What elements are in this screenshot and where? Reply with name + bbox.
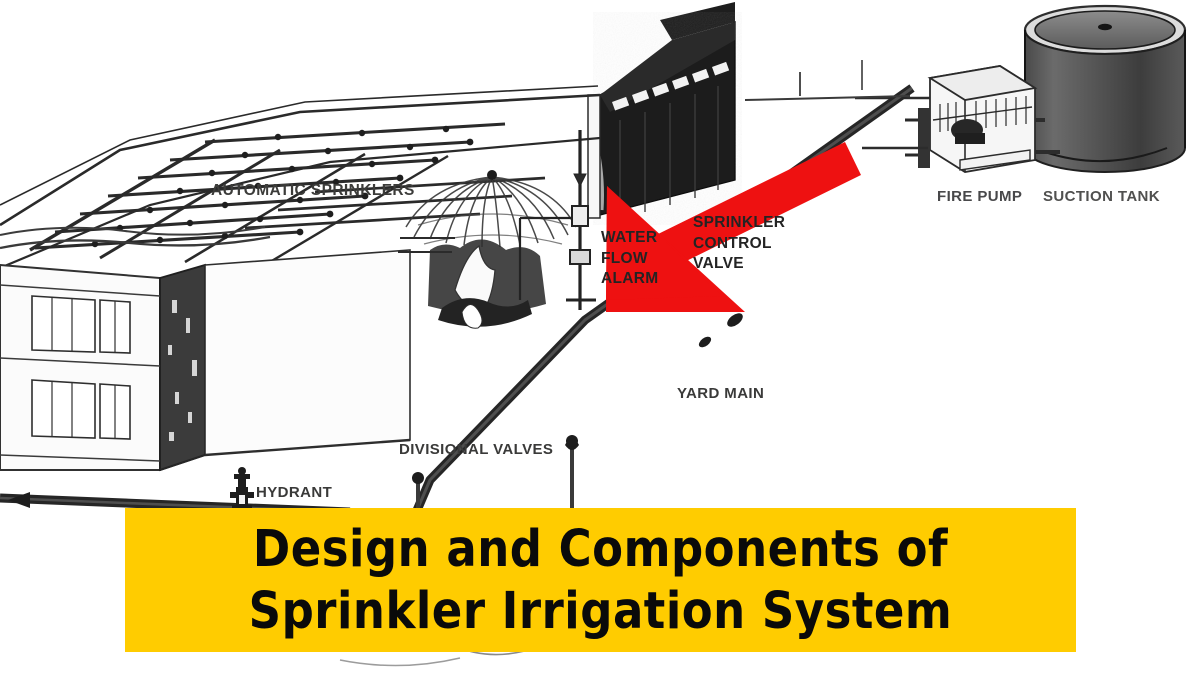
label-water-flow-alarm-line2: FLOW: [601, 249, 648, 267]
sprinkler-control-valve-riser-graphic: [518, 130, 596, 310]
title-banner: Design and Components of Sprinkler Irrig…: [125, 508, 1076, 652]
title-line-1: Design and Components of: [252, 518, 949, 579]
red-pointer-arrow: [606, 142, 861, 312]
label-hydrant: HYDRANT: [256, 484, 333, 501]
label-fire-pump: FIRE PUMP: [937, 188, 1023, 205]
fire-pump-house-graphic: [855, 65, 1060, 173]
building-facade-graphic: [0, 235, 411, 472]
label-divisional-valves: DIVISIONAL VALVES: [399, 441, 554, 458]
suction-tank-graphic: [1023, 4, 1187, 173]
label-water-flow-alarm-line3: ALARM: [601, 270, 659, 287]
label-sprinkler-control-valve: SPRINKLER CONTROL VALVE: [693, 213, 803, 275]
dark-end-wall-graphic: [587, 2, 736, 219]
label-sprinkler-control-valve-line1: SPRINKLER: [693, 214, 786, 231]
title-line-2: Sprinkler Irrigation System: [248, 580, 953, 641]
label-water-flow-alarm-line1: WATER: [601, 229, 658, 246]
label-sprinkler-control-valve-line3: VALVE: [693, 255, 744, 272]
label-water-flow-alarm: WATER FLOW ALARM: [601, 228, 691, 290]
label-automatic-sprinklers: AUTOMATIC SPRINKLERS: [211, 182, 415, 199]
label-sprinkler-control-valve-line2: CONTROL: [693, 234, 772, 252]
label-yard-main: YARD MAIN: [677, 385, 765, 402]
label-suction-tank: SUCTION TANK: [1043, 188, 1161, 205]
sprinkler-spray-and-fire-graphic: [398, 170, 577, 329]
sprinkler-pipe-grid-graphic: [0, 85, 601, 302]
pipe-fitting-icon: [698, 313, 743, 348]
